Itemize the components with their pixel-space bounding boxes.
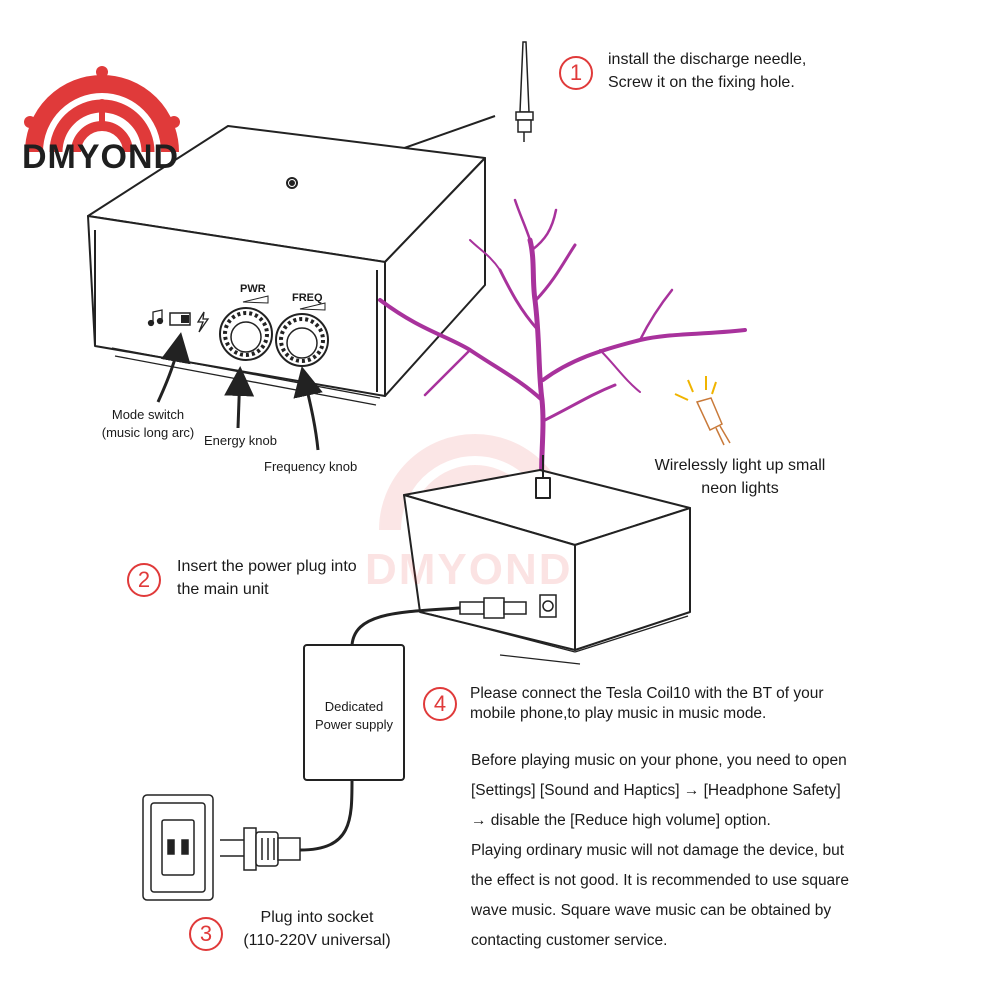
step-3-number: 3 bbox=[189, 917, 223, 951]
ac-cable bbox=[299, 779, 354, 852]
music-note-icon bbox=[147, 309, 164, 327]
step-3-line-1: Plug into socket bbox=[260, 909, 374, 926]
power-supply-label: Dedicated Power supply bbox=[304, 698, 404, 734]
brand-logo-text: DMYOND bbox=[22, 138, 180, 176]
note-line-1: Before playing music on your phone, you … bbox=[471, 752, 847, 769]
bottom-vent-grille bbox=[429, 613, 689, 665]
mode-switch-label: Mode switch (music long arc) bbox=[98, 406, 198, 442]
note-line-7: contacting customer service. bbox=[471, 932, 668, 949]
step-4-line-1: Please connect the Tesla Coil10 with the… bbox=[470, 685, 824, 702]
note-line-3: → disable the [Reduce high volume] optio… bbox=[471, 812, 771, 829]
neon-callout: Wirelessly light up small neon lights bbox=[640, 454, 840, 500]
power-plug-icon bbox=[220, 827, 301, 871]
step-2-line-2: the main unit bbox=[177, 581, 269, 598]
power-supply-label-line-1: Dedicated bbox=[324, 699, 384, 714]
neon-callout-line-1: Wirelessly light up small bbox=[654, 457, 826, 474]
wall-socket-icon bbox=[142, 794, 214, 901]
step-2-number: 2 bbox=[127, 563, 161, 597]
power-supply-label-line-2: Power supply bbox=[314, 717, 394, 732]
frequency-knob-label: Frequency knob bbox=[264, 459, 358, 474]
step-1-line-1: install the discharge needle, bbox=[608, 51, 807, 68]
step-1-line-2: Screw it on the fixing hole. bbox=[608, 74, 795, 91]
neon-lamp-icon bbox=[674, 376, 731, 446]
step-3-text: Plug into socket (110-220V universal) bbox=[232, 906, 402, 952]
mode-switch-label-line-2: (music long arc) bbox=[101, 425, 195, 440]
energy-knob bbox=[219, 307, 273, 361]
dc-cable bbox=[350, 606, 461, 646]
music-settings-note: Before playing music on your phone, you … bbox=[471, 746, 849, 956]
frequency-knob bbox=[275, 313, 329, 367]
brand-watermark: DMYOND bbox=[365, 545, 573, 594]
step-2-line-1: Insert the power plug into bbox=[177, 558, 357, 575]
dc-plug bbox=[459, 597, 527, 619]
note-line-2: [Settings] [Sound and Haptics] → [Headph… bbox=[471, 782, 841, 799]
plasma-arc bbox=[378, 198, 747, 493]
freq-label: FREQ bbox=[292, 292, 323, 304]
note-line-5: the effect is not good. It is recommende… bbox=[471, 872, 849, 889]
callout-arrows bbox=[156, 332, 323, 451]
energy-knob-label: Energy knob bbox=[204, 433, 277, 448]
main-unit-bottom bbox=[403, 455, 691, 651]
pwr-label: PWR bbox=[240, 283, 266, 295]
discharge-needle-icon bbox=[515, 41, 534, 142]
step-4-text: Please connect the Tesla Coil10 with the… bbox=[470, 684, 824, 724]
step-2-text: Insert the power plug into the main unit bbox=[177, 555, 357, 601]
power-jack bbox=[539, 594, 557, 618]
step-4-line-2: mobile phone,to play music in music mode… bbox=[470, 705, 767, 722]
lightning-icon bbox=[196, 311, 210, 333]
note-line-4: Playing ordinary music will not damage t… bbox=[471, 842, 845, 859]
power-supply-box bbox=[303, 644, 405, 781]
step-4-number: 4 bbox=[423, 687, 457, 721]
step-1-text: install the discharge needle, Screw it o… bbox=[608, 48, 806, 94]
note-line-6: wave music. Square wave music can be obt… bbox=[471, 902, 832, 919]
mode-switch-label-line-1: Mode switch bbox=[111, 407, 185, 422]
step-1-number: 1 bbox=[559, 56, 593, 90]
rainbow-circuit-logo bbox=[24, 66, 180, 153]
neon-callout-line-2: neon lights bbox=[701, 480, 779, 497]
step-3-line-2: (110-220V universal) bbox=[243, 932, 391, 949]
